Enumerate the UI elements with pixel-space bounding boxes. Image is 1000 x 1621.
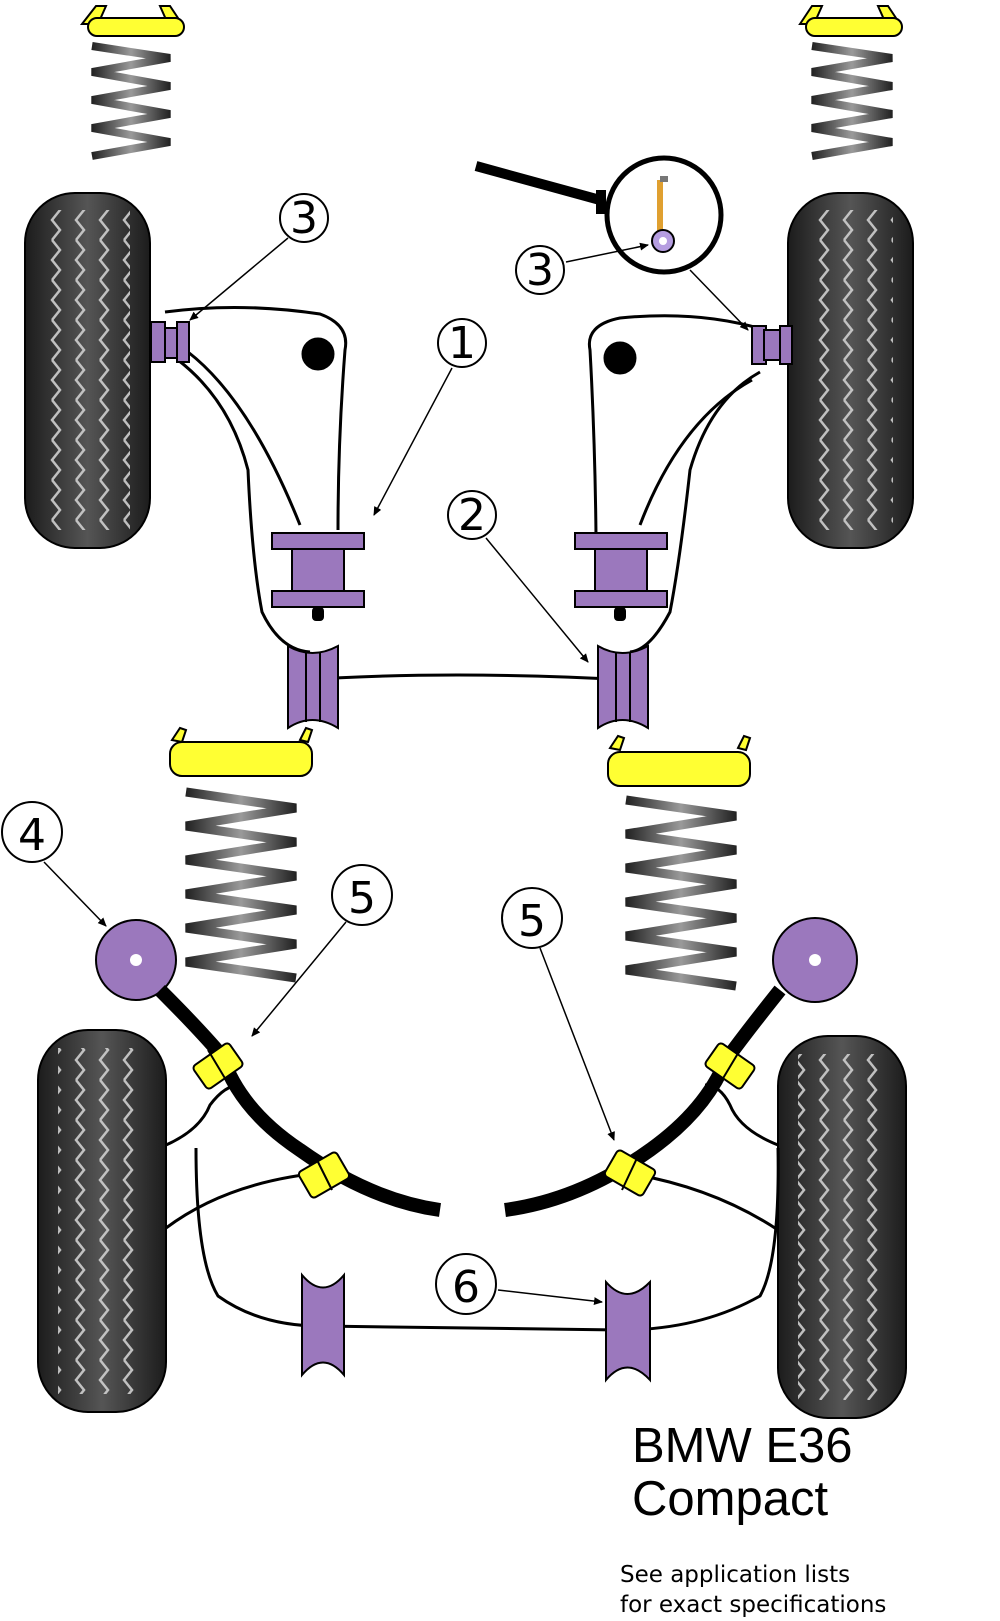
model-title: BMW E36 Compact [632, 1420, 853, 1526]
callout-6: 6 [435, 1253, 603, 1315]
callout-1: 1 [373, 318, 487, 516]
rear-right-arb-bush-outer [704, 1042, 756, 1090]
front-left-arb-bush [287, 644, 339, 730]
rear-left-subframe-bush [301, 1272, 345, 1378]
svg-text:5: 5 [348, 873, 376, 924]
front-right-arb-bush [597, 644, 649, 730]
front-right-lower-arm-rear-bush [574, 532, 668, 621]
callout-4: 4 [1, 801, 107, 927]
front-right-wishbone-bush [751, 325, 793, 365]
callout-5-left: 5 [251, 864, 393, 1037]
rear-right-tyre [777, 1035, 907, 1419]
svg-text:1: 1 [448, 318, 476, 369]
svg-text:2: 2 [458, 490, 486, 541]
magnifier-detail [474, 155, 724, 275]
rear-left-arb-bush-outer [192, 1042, 244, 1090]
svg-text:3: 3 [290, 193, 318, 244]
svg-text:6: 6 [452, 1262, 480, 1313]
rear-left-spring [169, 726, 314, 983]
callout-3-left: 3 [189, 193, 329, 321]
rear-left-shock-top-mount [95, 919, 177, 1001]
rear-right-shock-top-mount [772, 917, 858, 1003]
rear-right-spring [607, 734, 752, 991]
front-left-spring-top [79, 5, 185, 160]
front-left-tyre [24, 192, 151, 549]
front-right-wishbone [587, 314, 766, 654]
rear-right-arb-bush-inner [603, 1149, 657, 1197]
front-left-wishbone-bush [150, 321, 190, 363]
callout-2: 2 [447, 490, 589, 663]
callout-5-right: 5 [501, 887, 615, 1141]
rear-anti-roll-bar [155, 985, 786, 1217]
front-left-lower-arm-rear-bush [271, 532, 365, 621]
svg-text:4: 4 [18, 810, 46, 861]
specification-note: See application lists for exact specific… [620, 1560, 886, 1620]
specification-note-line-2: for exact specifications [620, 1592, 887, 1618]
front-anti-roll-bar [299, 673, 631, 682]
callout-3-right: 3 [515, 242, 749, 331]
model-title-line-1: BMW E36 [632, 1419, 853, 1473]
rear-left-tyre [37, 1029, 167, 1413]
specification-note-line-1: See application lists [620, 1562, 851, 1588]
svg-text:5: 5 [518, 896, 546, 947]
svg-text:3: 3 [526, 245, 554, 296]
rear-left-arb-bush-inner [297, 1151, 351, 1199]
front-left-wishbone [164, 305, 348, 654]
front-right-spring-top [798, 5, 903, 160]
model-title-line-2: Compact [632, 1472, 829, 1526]
front-right-tyre [787, 192, 914, 549]
rear-right-subframe-bush [605, 1279, 651, 1383]
